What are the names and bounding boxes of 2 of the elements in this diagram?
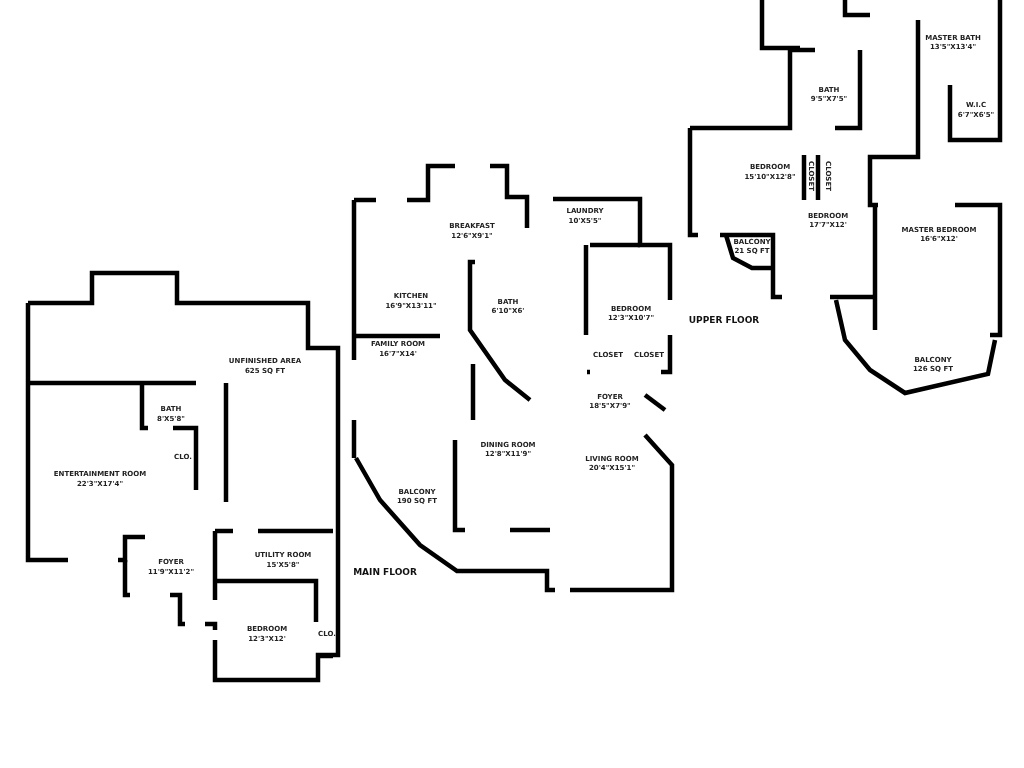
floor-title: UPPER FLOOR [688,315,760,325]
floor-title: MAIN FLOOR [353,567,417,577]
